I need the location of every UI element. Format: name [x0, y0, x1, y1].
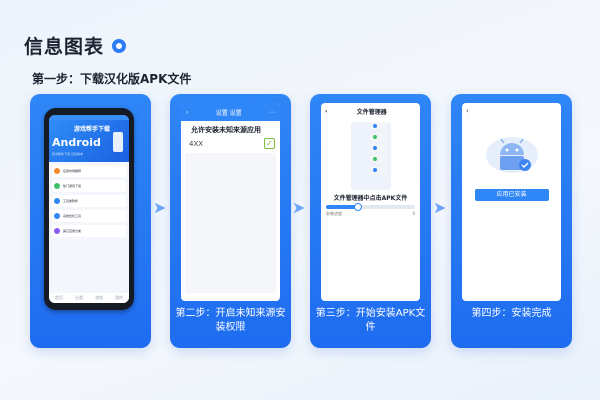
list-item[interactable]: 其它应用分类 [52, 225, 126, 237]
tab-category[interactable]: 分类 [75, 295, 83, 300]
category-icon [54, 168, 60, 174]
file-row[interactable] [370, 133, 387, 141]
app-banner: 游戏帮手下载 Android 安卓软件下载 汉化版本 [49, 120, 129, 162]
list-item[interactable]: 应用市场推荐 [52, 165, 126, 177]
phone-mockup: 游戏帮手下载 Android 安卓软件下载 汉化版本 应用市场推荐 热门游戏下载… [44, 108, 134, 310]
list-item[interactable]: 工具类软件 [52, 195, 126, 207]
list-item-label: 系统优化工具 [63, 214, 82, 218]
phone-screen: ‹ 应用已安装 [462, 103, 561, 301]
progress-title: 文件管理器中点击APK文件 [333, 195, 408, 202]
list-item-label: 热门游戏下载 [63, 184, 82, 188]
progress-knob[interactable] [354, 203, 363, 211]
list-item[interactable]: 系统优化工具 [52, 210, 126, 222]
step1-label: 第一步：下载汉化版APK文件 [32, 72, 192, 86]
more-icon[interactable]: ⋯ [268, 108, 275, 116]
tab-bar: 首页 分类 游戏 我的 [49, 293, 129, 303]
settings-body [185, 153, 276, 293]
phone-illustration-icon [113, 132, 123, 152]
progress-value: 0 [412, 211, 415, 216]
chevron-right-icon: ➤ [433, 198, 447, 217]
file-manager-header: ‹ 文件管理器 [321, 103, 420, 119]
chart-icon [112, 38, 127, 53]
page-title: 信息图表 [24, 32, 127, 59]
file-icon [372, 157, 377, 161]
back-icon[interactable]: ‹ [186, 108, 189, 116]
step4-caption: 第四步：安装完成 [471, 308, 552, 319]
chevron-right-icon: ➤ [292, 198, 306, 217]
progress-info: 安装进度 0 [321, 209, 420, 217]
tab-profile[interactable]: 我的 [115, 295, 123, 300]
category-icon [54, 228, 60, 234]
file-row[interactable] [370, 144, 387, 152]
setting-title: 允许安装未知来源应用 [191, 126, 261, 134]
file-list [350, 122, 391, 190]
back-icon[interactable]: ‹ [466, 107, 469, 115]
list-item-label: 工具类软件 [63, 199, 79, 203]
phone-screen: ‹ 设置 设置 ⋯ 允许安装未知来源应用 4XX ✓ [181, 103, 280, 301]
settings-header: ‹ 设置 设置 ⋯ [181, 103, 280, 121]
step3-caption: 第三步：开始安装APK文件 [315, 308, 426, 333]
phone-screen: 游戏帮手下载 Android 安卓软件下载 汉化版本 应用市场推荐 热门游戏下载… [49, 115, 129, 303]
step3-card: ‹ 文件管理器 文件管理器中点击APK文件 安装进度 0 第三步：开始安装APK… [310, 94, 431, 348]
installed-button[interactable]: 应用已安装 [474, 189, 549, 201]
tab-home[interactable]: 首页 [55, 295, 63, 300]
phone-screen: ‹ 文件管理器 文件管理器中点击APK文件 安装进度 0 [321, 103, 420, 301]
chevron-right-icon: ➤ [153, 198, 167, 217]
file-icon [372, 135, 377, 139]
back-header: ‹ [462, 103, 561, 119]
page-title-text: 信息图表 [24, 36, 105, 58]
list-item-label: 其它应用分类 [63, 229, 82, 233]
file-row[interactable] [370, 122, 387, 130]
step1-card: 游戏帮手下载 Android 安卓软件下载 汉化版本 应用市场推荐 热门游戏下载… [30, 94, 151, 348]
progress-bar [326, 203, 415, 211]
category-icon [54, 183, 60, 189]
setting-value: 4XX [189, 139, 204, 148]
step4-card: ‹ 应用已安装 第四步：安装完成 [451, 94, 572, 348]
settings-header-title: 设置 设置 [215, 109, 242, 117]
status-bar [49, 115, 129, 120]
tab-games[interactable]: 游戏 [95, 295, 103, 300]
step2-caption: 第二步：开启未知来源安装权限 [175, 308, 286, 333]
category-icon [54, 213, 60, 219]
file-icon [372, 168, 377, 172]
progress-fill [326, 205, 358, 209]
file-row[interactable] [370, 166, 387, 174]
setting-row[interactable]: 4XX ✓ [181, 135, 280, 149]
checkbox[interactable]: ✓ [264, 138, 275, 149]
file-row[interactable] [370, 155, 387, 163]
file-icon [372, 146, 377, 150]
list-item[interactable]: 热门游戏下载 [52, 180, 126, 192]
banner-subtitle: 安卓软件下载 汉化版本 [52, 152, 83, 156]
category-icon [54, 198, 60, 204]
android-robot-icon [482, 133, 542, 177]
step2-card: ‹ 设置 设置 ⋯ 允许安装未知来源应用 4XX ✓ 第二步：开启未知来源安装权… [170, 94, 291, 348]
back-icon[interactable]: ‹ [325, 107, 328, 115]
banner-title: Android [52, 136, 101, 149]
app-tag: 游戏帮手下载 [74, 126, 111, 133]
file-manager-title: 文件管理器 [356, 108, 387, 116]
file-icon [372, 124, 377, 128]
list-item-label: 应用市场推荐 [63, 169, 82, 173]
progress-label: 安装进度 [326, 211, 342, 216]
